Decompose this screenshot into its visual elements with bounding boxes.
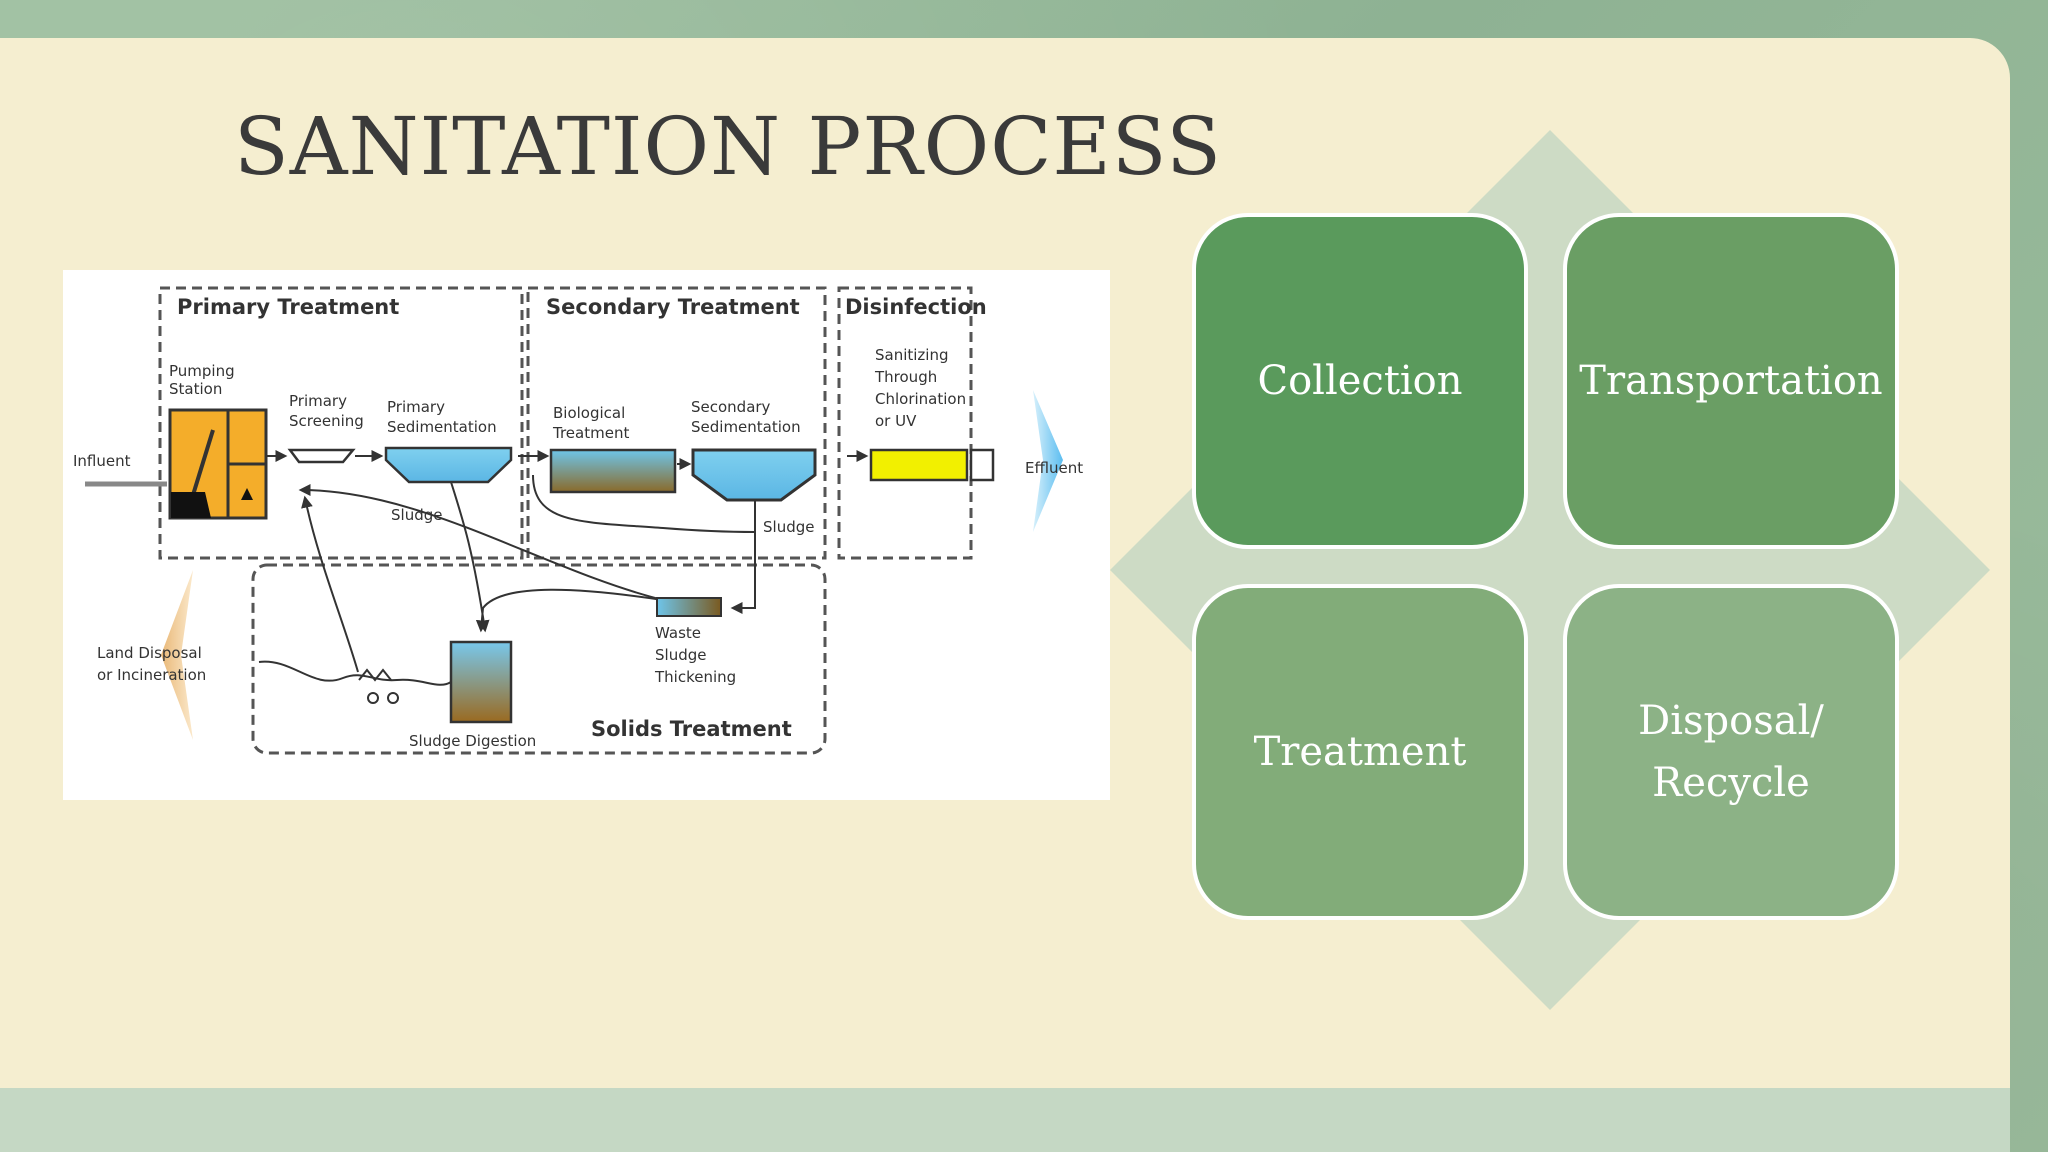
waste-label-1: Waste [655, 624, 701, 642]
sanitation-process-diagram: Primary Treatment Secondary Treatment Di… [63, 270, 1110, 800]
dewatering-roller-1 [367, 692, 379, 704]
slide-title: SANITATION PROCESS [234, 100, 1222, 193]
disinfection-outlet [969, 448, 995, 482]
dewatering-press [358, 668, 392, 682]
pumping-screen [191, 429, 215, 496]
primary-section-box [158, 286, 524, 560]
disinfection-tank [869, 448, 969, 482]
pumping-motor [241, 488, 253, 500]
bottom-band [0, 1088, 2010, 1152]
sanitizing-label-1: Sanitizing [875, 346, 949, 364]
treatment-label: Treatment [1253, 729, 1467, 775]
disposal-line [258, 660, 452, 686]
primary-heading: Primary Treatment [177, 295, 399, 319]
influent-label: Influent [73, 452, 131, 470]
sanitizing-label-3: Chlorination [875, 390, 966, 408]
matrix-cell-disposal-recycle: Disposal/ Recycle [1563, 584, 1899, 920]
diagram-svg: Primary Treatment Secondary Treatment Di… [73, 286, 1083, 755]
sanitizing-label-4: or UV [875, 412, 917, 430]
disinfection-heading: Disinfection [845, 295, 987, 319]
secondary-sed-label-1: Secondary [691, 398, 771, 416]
sludge-label-secondary: Sludge [763, 518, 814, 536]
collection-label: Collection [1257, 358, 1463, 404]
secondary-section-box [526, 286, 827, 560]
land-disposal-arrow [161, 570, 193, 740]
matrix-cell-treatment: Treatment [1192, 584, 1528, 920]
digestion-label: Sludge Digestion [409, 732, 536, 750]
biological-treatment-tank [549, 448, 677, 494]
screening-label-1: Primary [289, 392, 347, 410]
sedimentation-label-2: Sedimentation [387, 418, 497, 436]
secondary-heading: Secondary Treatment [546, 295, 800, 319]
biological-label-2: Treatment [552, 424, 629, 442]
secondary-sed-label-2: Sedimentation [691, 418, 801, 436]
primary-sludge-line [450, 481, 490, 633]
digestion-return-line [301, 495, 359, 673]
pumping-pump [171, 492, 211, 518]
disinfection-section-box [837, 286, 973, 560]
transportation-label: Transportation [1579, 358, 1883, 404]
secondary-sludge-line [730, 500, 756, 614]
dewatering-roller-2 [387, 692, 399, 704]
primary-sedimentation-tank [384, 446, 513, 484]
solids-heading: Solids Treatment [591, 717, 792, 741]
matrix-cell-collection: Collection [1192, 213, 1528, 549]
land-label-2: or Incineration [97, 666, 206, 684]
screening-label-2: Screening [289, 412, 364, 430]
sludge-label-primary: Sludge [391, 506, 442, 524]
sanitizing-label-2: Through [874, 368, 937, 386]
sedimentation-label-1: Primary [387, 398, 445, 416]
recycle-line [298, 484, 664, 601]
sludge-thickening-tank [656, 597, 722, 617]
biological-label-1: Biological [553, 404, 625, 422]
matrix-cell-transportation: Transportation [1563, 213, 1899, 549]
primary-screening [287, 448, 356, 464]
thickened-sludge-line [475, 588, 664, 633]
solids-section-box [251, 563, 827, 755]
land-label-1: Land Disposal [97, 644, 202, 662]
waste-label-3: Thickening [654, 668, 736, 686]
secondary-sedimentation-tank [691, 448, 817, 502]
disposal-recycle-label: Disposal/ Recycle [1638, 698, 1824, 806]
pumping-label-1: Pumping [169, 362, 235, 380]
sludge-digestion-tank [449, 640, 513, 724]
effluent-arrow [1033, 390, 1063, 532]
waste-label-2: Sludge [655, 646, 706, 664]
pumping-label-2: Station [169, 380, 222, 398]
return-sludge-line [532, 474, 756, 533]
effluent-label: Effluent [1025, 459, 1083, 477]
